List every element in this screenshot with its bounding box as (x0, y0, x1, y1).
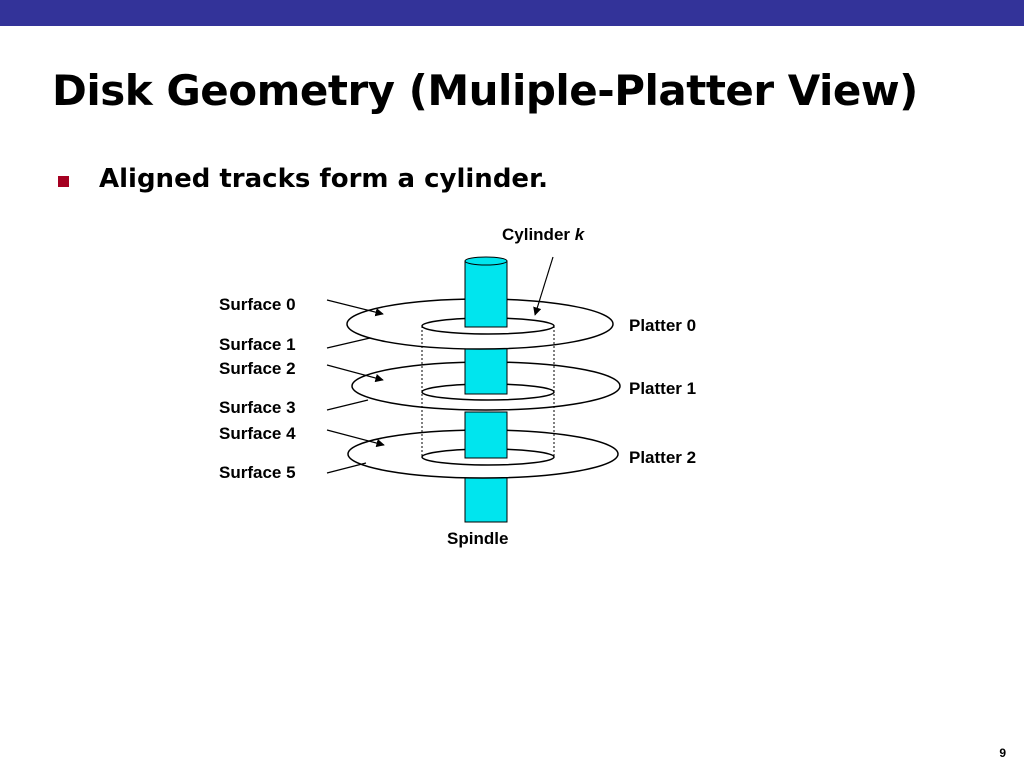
surface-0-label: Surface 0 (219, 295, 296, 314)
page-number: 9 (999, 746, 1006, 760)
surface-1-line (326, 337, 371, 349)
square-bullet-icon (58, 175, 69, 187)
surface-3-line (326, 399, 369, 411)
spindle-segment-2 (464, 411, 508, 459)
surface-5-label: Surface 5 (219, 463, 296, 482)
surface-4-arrow (326, 429, 385, 448)
spindle-top (464, 260, 508, 328)
top-bar (0, 0, 1024, 26)
surface-4-label: Surface 4 (219, 424, 296, 443)
cylinder-label: Cylinder k (502, 225, 586, 244)
spindle-label: Spindle (447, 529, 508, 548)
surface-1-label: Surface 1 (219, 335, 296, 354)
bullet-text: Aligned tracks form a cylinder. (99, 164, 549, 194)
surface-5-line (326, 462, 367, 474)
cylinder-variable: k (575, 225, 586, 244)
surface-2-label: Surface 2 (219, 359, 296, 378)
platter-0-label: Platter 0 (629, 316, 696, 335)
surface-2-arrow (326, 364, 384, 383)
platter-1-label: Platter 1 (629, 379, 696, 398)
spindle-segment-1 (464, 346, 508, 395)
slide-title: Disk Geometry (Muliple-Platter View) (52, 66, 918, 115)
spindle-top-cap (464, 256, 508, 266)
bullet-item: Aligned tracks form a cylinder. (58, 164, 548, 194)
surface-3-label: Surface 3 (219, 398, 296, 417)
surface-0-arrow (326, 299, 384, 317)
cylinder-arrow (533, 256, 554, 316)
platter-2-label: Platter 2 (629, 448, 696, 467)
